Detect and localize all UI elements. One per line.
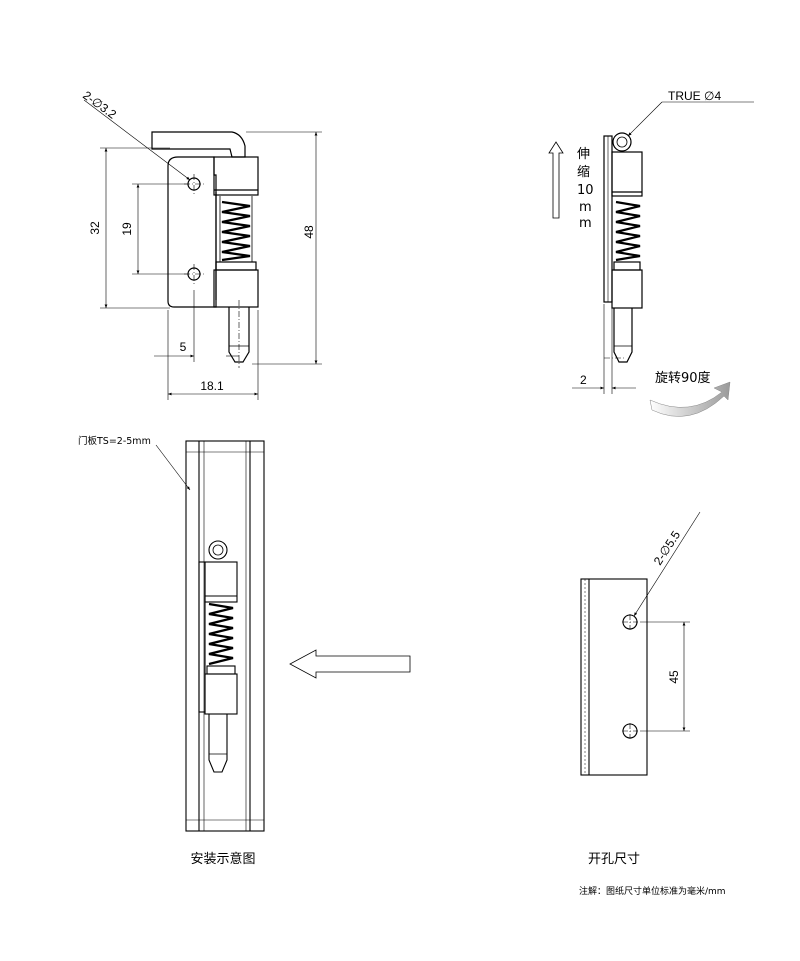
rotate-label: 旋转90度 <box>655 370 711 386</box>
dim-45: 45 <box>667 670 681 684</box>
front-view-centerlines <box>184 174 240 368</box>
hole-caption: 开孔尺寸 <box>588 852 640 867</box>
install-view <box>185 440 265 832</box>
handle-tab <box>151 131 246 158</box>
stroke-arrow <box>548 141 564 219</box>
install-caption: 安装示意图 <box>190 851 255 867</box>
rotate-arrow-icon <box>649 381 731 417</box>
unit-note: 注解：图纸尺寸单位标准为毫米/mm <box>579 885 726 897</box>
dim-32: 32 <box>88 221 102 235</box>
dim-2: 2 <box>580 373 587 387</box>
spring-housing <box>213 156 259 196</box>
hole-view <box>580 578 648 776</box>
pin <box>228 307 250 363</box>
install-arrow-icon <box>289 649 411 679</box>
side-view-dimensions <box>548 101 754 394</box>
front-view-dimensions <box>83 99 322 400</box>
stroke-char-3: 10 <box>577 183 594 198</box>
mount-hole-spec: 2-∅5.5 <box>651 528 684 568</box>
stroke-char-1: 伸 <box>577 147 590 162</box>
hinge-plate <box>167 156 217 308</box>
dim-18-1: 18.1 <box>200 379 224 393</box>
stroke-char-4: m <box>579 200 592 215</box>
door-panel <box>185 440 265 832</box>
spring-coils <box>221 200 251 262</box>
stroke-char-5: m <box>579 216 592 231</box>
dim-19: 19 <box>120 222 134 236</box>
side-true-spec: TRUE ∅4 <box>668 89 721 103</box>
hole-plate <box>580 578 648 776</box>
dim-5: 5 <box>180 340 187 354</box>
side-view <box>603 132 643 363</box>
stroke-char-2: 缩 <box>577 164 590 180</box>
panel-thickness-label: 门板TS=2-5mm <box>78 435 151 447</box>
dim-48: 48 <box>302 225 316 239</box>
front-hole-spec: 2-∅3.2 <box>80 88 119 122</box>
side-pin-ring <box>612 132 632 152</box>
